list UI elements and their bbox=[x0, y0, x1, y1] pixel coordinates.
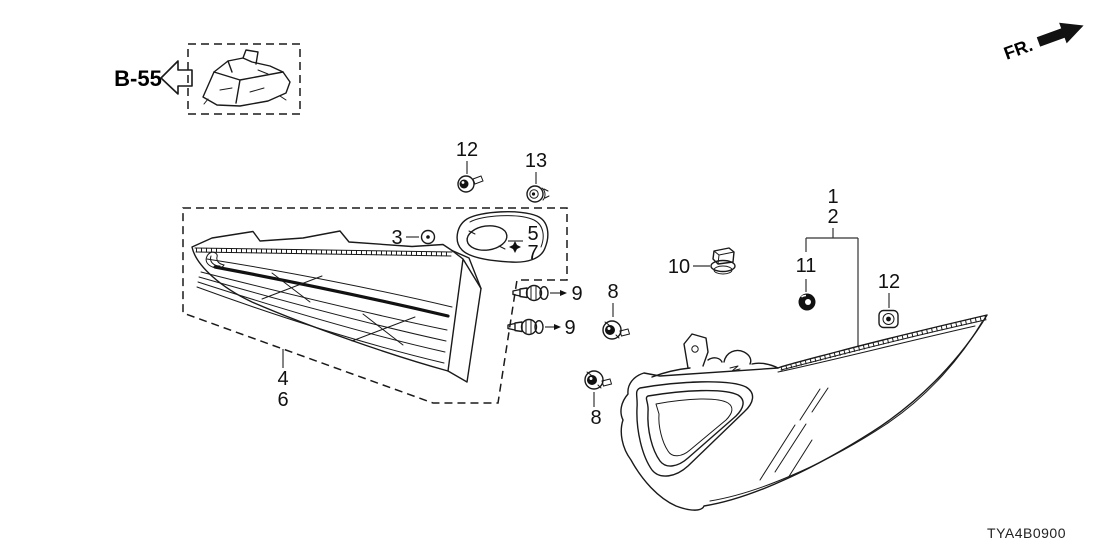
callout-6: 6 bbox=[277, 389, 288, 411]
fr-label: FR. bbox=[1001, 35, 1035, 64]
outer-lamp-outline bbox=[620, 314, 988, 511]
callout-7: 7 bbox=[527, 242, 538, 264]
callout-4-6: 4 6 bbox=[277, 349, 289, 411]
callout-9-arrowhead bbox=[560, 290, 567, 296]
outer-lamp-top-lens-inner-edge bbox=[780, 319, 986, 371]
callout-3-label: 3 bbox=[391, 227, 402, 249]
callout-1-2: 1 2 bbox=[805, 186, 859, 346]
inner-assembly-dashed-boundary bbox=[182, 207, 568, 404]
callout-8-label: 8 bbox=[590, 407, 601, 429]
callout-9-bottom: 9 bbox=[507, 317, 576, 339]
screw-icon bbox=[584, 370, 613, 390]
taillight-inner-drawing bbox=[191, 230, 482, 383]
callout-12-label: 12 bbox=[878, 271, 900, 293]
callout-12-right: 12 bbox=[878, 271, 900, 329]
screw-icon bbox=[602, 320, 631, 340]
outer-lamp-lens-band-line bbox=[777, 325, 976, 373]
b55-dashed-box bbox=[187, 43, 301, 115]
callout-8-label: 8 bbox=[607, 281, 618, 303]
inner-lamp-dark-lens-strip bbox=[213, 265, 450, 318]
callout-9-top: 9 bbox=[512, 283, 583, 305]
bulb-hole-center-dot bbox=[426, 235, 430, 239]
fr-indicator: FR. bbox=[1001, 22, 1084, 64]
b55-reference[interactable]: B-55 bbox=[114, 43, 301, 115]
gasket-hole-notches bbox=[468, 230, 506, 250]
callout-5: 5 bbox=[527, 223, 538, 245]
callout-1-label: 1 bbox=[827, 186, 838, 208]
callout-3: 3 bbox=[391, 227, 436, 249]
callout-12-left: 12 bbox=[456, 139, 484, 193]
inner-lamp-top-hatching bbox=[195, 247, 452, 257]
grommet-icon bbox=[798, 293, 816, 311]
callout-4: 4 bbox=[277, 368, 288, 390]
callout-11: 11 bbox=[796, 255, 817, 311]
gasket-inner-edge bbox=[469, 215, 544, 248]
nut-icon bbox=[878, 309, 899, 329]
gasket-bulb-hole bbox=[466, 225, 508, 251]
callout-13-label: 13 bbox=[525, 150, 547, 172]
callout-2-label: 2 bbox=[827, 206, 838, 228]
washer-screw-icon bbox=[507, 318, 544, 336]
washer-screw-icon bbox=[526, 185, 550, 203]
callout-8-top: 8 bbox=[602, 281, 631, 340]
gasket-star-mark bbox=[509, 241, 521, 253]
gasket-drawing: 5 7 bbox=[456, 211, 549, 264]
screw-icon bbox=[457, 175, 484, 193]
callout-9-arrowhead bbox=[554, 324, 561, 330]
outer-lamp-reflector-cavity bbox=[635, 381, 754, 477]
gasket-outline bbox=[456, 211, 549, 263]
callout-9-label: 9 bbox=[571, 283, 582, 305]
outer-lamp-mounting-bracket bbox=[651, 333, 779, 378]
inner-lamp-scratch-marks bbox=[261, 272, 416, 346]
inner-lamp-outline bbox=[191, 230, 482, 383]
diagram-code: TYA4B0900 bbox=[987, 525, 1066, 541]
callout-11-label: 11 bbox=[796, 255, 817, 277]
socket-icon bbox=[710, 247, 736, 275]
bulb-hole-icon bbox=[420, 229, 436, 245]
callout-12-label: 12 bbox=[456, 139, 478, 161]
callout-8-bottom: 8 bbox=[584, 370, 613, 429]
inner-lamp-lens-ridges bbox=[196, 258, 453, 364]
fr-arrow-icon bbox=[1036, 22, 1084, 47]
callout-13: 13 bbox=[525, 150, 550, 203]
b55-label: B-55 bbox=[114, 66, 162, 91]
outer-lamp-reflection-strokes bbox=[759, 387, 829, 481]
washer-screw-icon bbox=[512, 284, 549, 302]
callout-9-label: 9 bbox=[564, 317, 575, 339]
callout-1-2-bracket bbox=[805, 228, 859, 346]
inner-lamp-end-cap bbox=[447, 249, 482, 372]
b55-arrow-icon bbox=[160, 60, 193, 95]
callout-10-label: 10 bbox=[668, 256, 690, 278]
inner-lamp-hook-detail bbox=[205, 251, 225, 269]
outer-lamp-bottom-lens-edge bbox=[709, 321, 983, 502]
license-light-unit-drawing bbox=[202, 49, 291, 107]
taillight-outer-drawing bbox=[620, 314, 988, 511]
inner-lamp-top-band bbox=[194, 247, 453, 257]
callout-10: 10 bbox=[668, 247, 736, 278]
